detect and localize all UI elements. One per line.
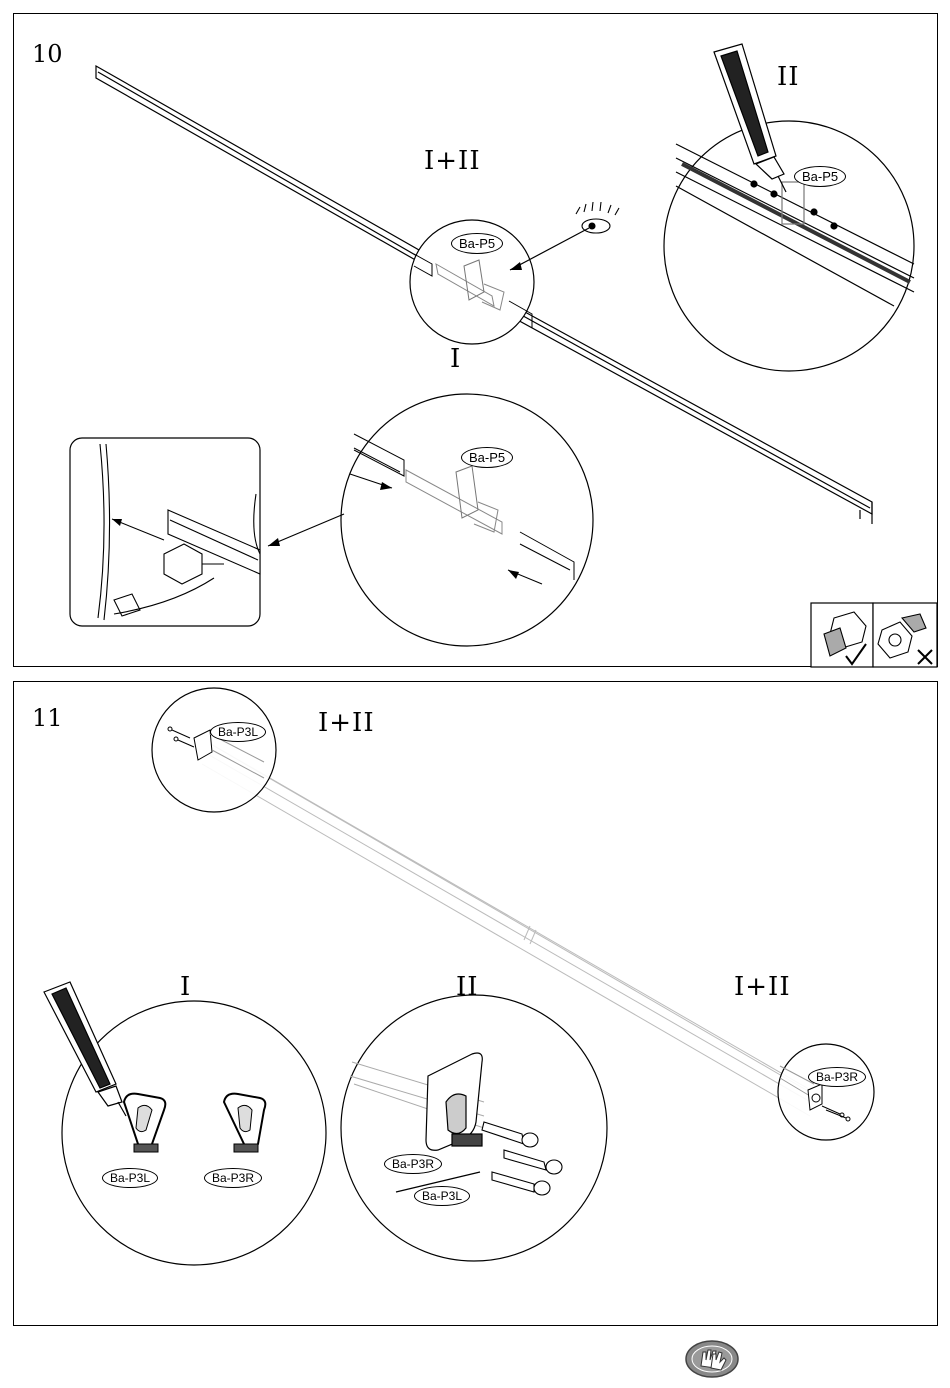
eye-icon: [576, 202, 619, 233]
part-tag-ii-left: Ba-P3L: [414, 1186, 470, 1206]
part-tag-ii-right: Ba-P3R: [384, 1154, 442, 1174]
part-tag-i-right: Ba-P3R: [204, 1168, 262, 1188]
step-10-panel: 10: [13, 13, 938, 667]
label-i-ii-top: I+II: [318, 708, 375, 738]
detail-circle-ii: [664, 121, 914, 371]
label-ii: II: [777, 62, 800, 92]
part-tag-top-left: Ba-P3L: [210, 722, 266, 742]
step-11-illustration: [14, 682, 939, 1327]
detail-circle-i: [62, 1001, 326, 1265]
bolt-detail-box: [70, 438, 260, 626]
detail-circle-i: [341, 394, 593, 646]
part-tag-center: Ba-P5: [451, 233, 503, 254]
step-10-illustration: [14, 14, 939, 668]
gloves-icon: [685, 1340, 739, 1378]
label-i-ii-center: I+II: [424, 146, 481, 176]
detail-circle-right-end: [778, 1044, 874, 1140]
label-i: I: [180, 972, 191, 1002]
label-i: I: [450, 344, 461, 374]
label-ii: II: [456, 972, 479, 1002]
part-tag-i-left: Ba-P3L: [102, 1168, 158, 1188]
step-11-panel: 11: [13, 681, 938, 1326]
part-tag-i: Ba-P5: [461, 447, 513, 468]
part-tag-right-end: Ba-P3R: [808, 1067, 866, 1087]
detail-circle-left-end: [152, 688, 276, 812]
part-tag-ii: Ba-P5: [794, 166, 846, 187]
label-i-ii-right: I+II: [734, 972, 791, 1002]
